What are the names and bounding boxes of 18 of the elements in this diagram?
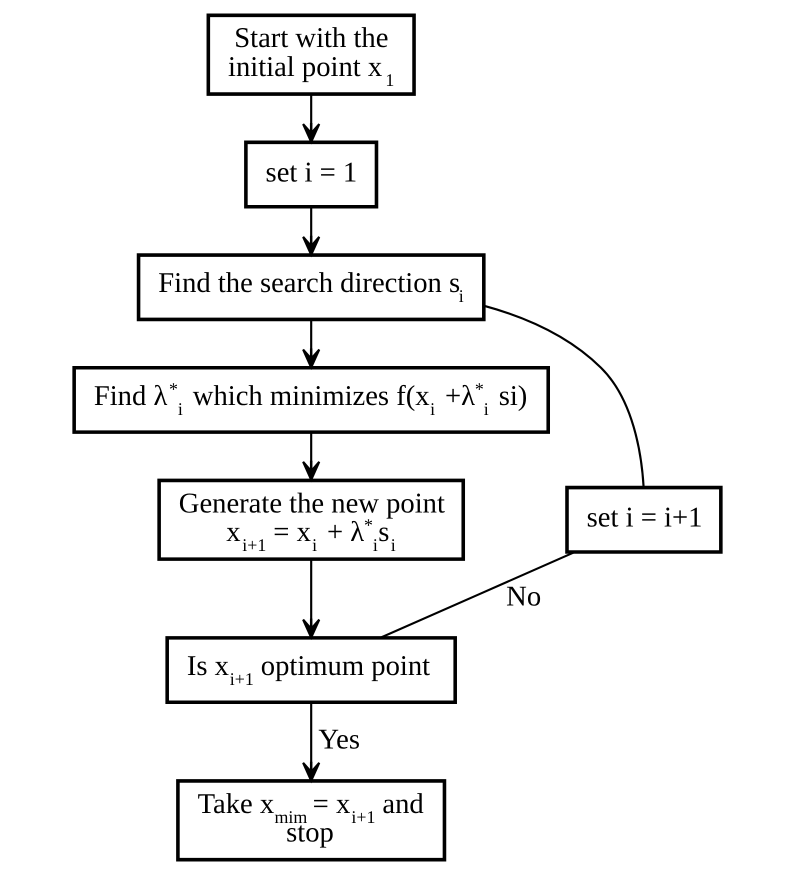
arrow bbox=[302, 94, 320, 143]
node-box: Take x$_{mim}$ = x$_{i+1}$ and stop bbox=[176, 779, 446, 862]
connector bbox=[484, 304, 645, 488]
node-box: Generate the new point x$_{i+1}$ = x$_{i}$ + λ$^{*}$$_{i}$s$_{i}$ bbox=[157, 478, 466, 561]
connector bbox=[380, 551, 575, 639]
node-box: Start with the initial point x$_{1}$ bbox=[206, 14, 416, 96]
node-box: Is x$_{i+1}$ optimum point bbox=[165, 636, 457, 704]
arrow bbox=[302, 432, 320, 481]
edge-label: Yes bbox=[318, 723, 360, 756]
node-box: set i = 1 bbox=[244, 140, 378, 209]
node-box: Find the search direction s$_{i}$ bbox=[136, 253, 486, 322]
arrow bbox=[302, 207, 320, 256]
arrow bbox=[302, 320, 320, 369]
edge-label: No bbox=[506, 580, 542, 612]
arrow bbox=[302, 702, 320, 782]
arrow bbox=[302, 559, 320, 639]
node-box: set i = i+1 bbox=[565, 486, 723, 554]
node-box: Find λ$^{*}$$_{i}$ which minimizes f(x$_{i}$ +λ$^{*}$$_{i}$ si) bbox=[72, 366, 550, 434]
